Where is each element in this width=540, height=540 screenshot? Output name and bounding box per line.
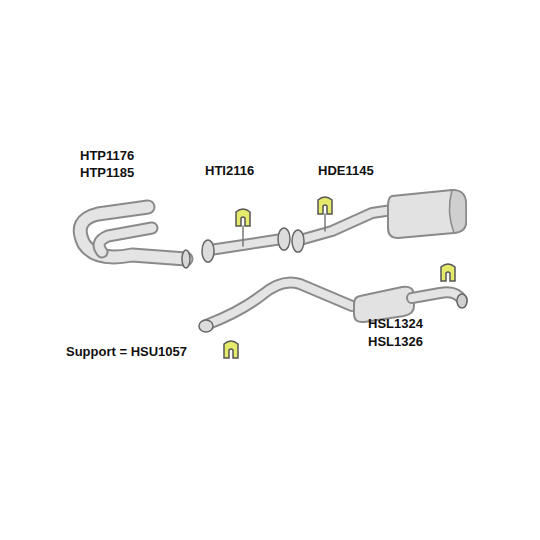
support-label: Support = HSU1057 bbox=[66, 344, 187, 360]
front-pipe bbox=[80, 207, 190, 268]
part-number: HDE1145 bbox=[318, 163, 374, 179]
part-number: HTP1185 bbox=[80, 165, 134, 181]
intermediate-pipe bbox=[202, 226, 290, 262]
rear-silencer bbox=[199, 282, 467, 332]
part-number: HSL1326 bbox=[368, 334, 423, 350]
centre-silencer bbox=[292, 190, 466, 252]
part-number: HSL1324 bbox=[368, 316, 423, 332]
part-number: HTP1176 bbox=[80, 148, 134, 164]
part-number: HTI2116 bbox=[205, 163, 254, 179]
rubber-mounts bbox=[224, 197, 455, 358]
